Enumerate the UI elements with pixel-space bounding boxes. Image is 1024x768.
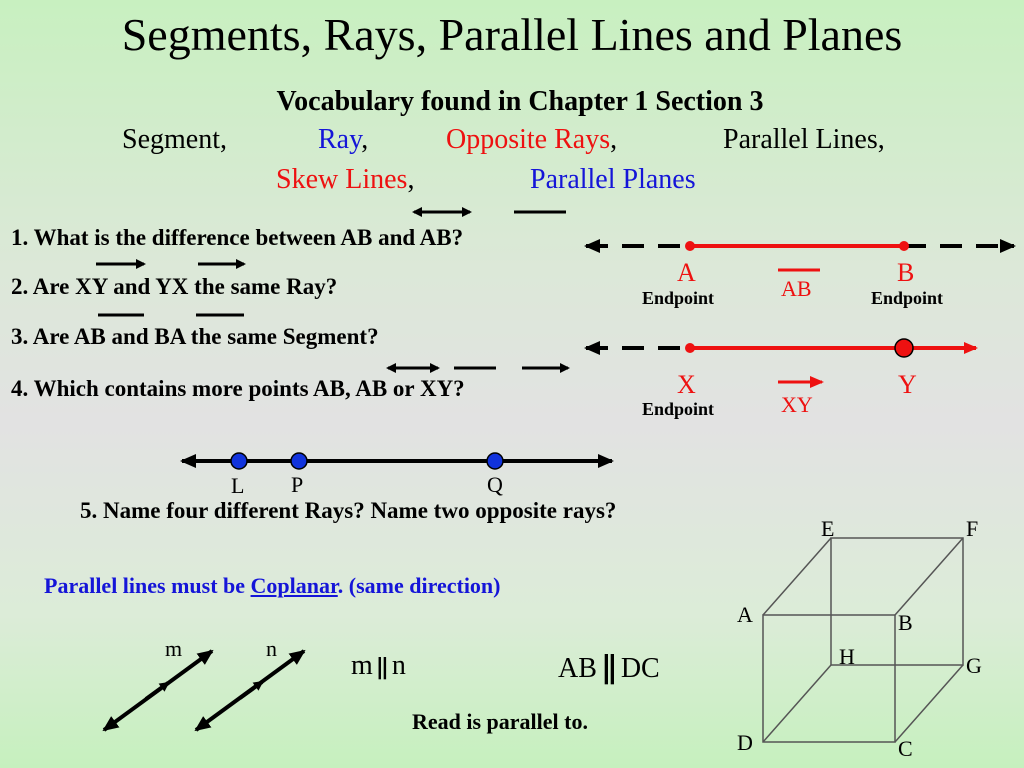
figure1-endpoint-a: Endpoint <box>642 288 715 308</box>
figure3-point-p-label: P <box>291 472 304 497</box>
vocab-opposite-rays: Opposite Rays, <box>446 124 617 156</box>
parallel-note: Parallel lines must be Coplanar. (same d… <box>44 573 501 599</box>
vocab-skew-lines-word: Skew Lines <box>276 164 408 195</box>
vocab-ray-comma: , <box>361 124 369 155</box>
figure1-endpoint-b: Endpoint <box>871 288 944 308</box>
read-is-parallel: Read is parallel to. <box>412 709 588 734</box>
vocab-ray: Ray, <box>318 124 368 156</box>
cube-label-f: F <box>966 516 979 541</box>
figure2-point-y <box>894 338 914 358</box>
dc-text: DC <box>620 653 660 684</box>
cube-label-c: C <box>898 736 913 761</box>
figure2-point-y-label: Y <box>898 370 917 399</box>
mn-n: n <box>391 650 406 681</box>
figure2-ray-label: XY <box>781 392 813 417</box>
figure2-ray-xy <box>584 338 978 358</box>
figure1-line-ab <box>584 239 1016 253</box>
figure1-segment-label: AB <box>781 276 812 301</box>
cube-label-e: E <box>821 516 835 541</box>
figure3-line-lpq <box>180 452 614 470</box>
question-1: 1. What is the difference between AB and… <box>11 225 464 250</box>
cube-wireframe <box>762 537 964 743</box>
figure3-point-l <box>230 452 248 470</box>
parallel-note-suffix: . (same direction) <box>337 573 501 598</box>
vocab-skew-lines: Skew Lines, <box>276 164 414 196</box>
parallel-line-m <box>102 649 214 732</box>
parallel-line-n <box>194 649 306 732</box>
vocab-parallel-planes: Parallel Planes <box>530 164 696 195</box>
vocab-parallel-lines: Parallel Lines, <box>723 124 885 155</box>
figure2-endpoint-x: Endpoint <box>642 399 715 419</box>
question-2: 2. Are XY and YX the same Ray? <box>11 274 338 299</box>
figure3-point-q-label: Q <box>487 472 503 497</box>
m-parallel-n: m||n <box>351 650 406 682</box>
parallel-note-prefix: Parallel lines must be <box>44 573 251 598</box>
figure1-point-b <box>899 241 909 251</box>
cube-label-a: A <box>737 602 753 627</box>
vocab-opposite-rays-word: Opposite Rays <box>446 124 611 155</box>
question-4: 4. Which contains more points AB, AB or … <box>11 376 465 401</box>
figure3-point-l-label: L <box>231 473 245 498</box>
cube-label-d: D <box>737 730 753 755</box>
vocab-segment: Segment, <box>122 124 227 155</box>
figure1-point-a <box>685 241 695 251</box>
slide-title: Segments, Rays, Parallel Lines and Plane… <box>121 9 903 60</box>
figure3-point-q <box>486 452 504 470</box>
ab-text: AB <box>558 653 597 684</box>
mn-m: m <box>351 650 373 681</box>
parallel-symbol-small: || <box>375 655 389 680</box>
line-n-label: n <box>266 636 277 661</box>
figure2-point-x <box>685 343 695 353</box>
slide-subtitle: Vocabulary found in Chapter 1 Section 3 <box>276 86 764 117</box>
vocab-opposite-comma: , <box>610 124 618 155</box>
parallel-note-coplanar: Coplanar <box>250 573 338 598</box>
figure3-point-p <box>290 452 308 470</box>
figure2-point-x-label: X <box>677 370 696 399</box>
figure1-point-a-label: A <box>677 258 696 287</box>
cube-label-g: G <box>966 653 982 678</box>
figure1-point-b-label: B <box>897 258 915 287</box>
question-5: 5. Name four different Rays? Name two op… <box>80 498 617 523</box>
ab-parallel-dc: AB||DC <box>558 650 660 685</box>
question-3: 3. Are AB and BA the same Segment? <box>11 324 379 349</box>
vocab-ray-word: Ray <box>318 124 362 155</box>
cube-label-b: B <box>898 610 913 635</box>
vocab-skew-comma: , <box>407 164 415 195</box>
cube-label-h: H <box>839 644 855 669</box>
